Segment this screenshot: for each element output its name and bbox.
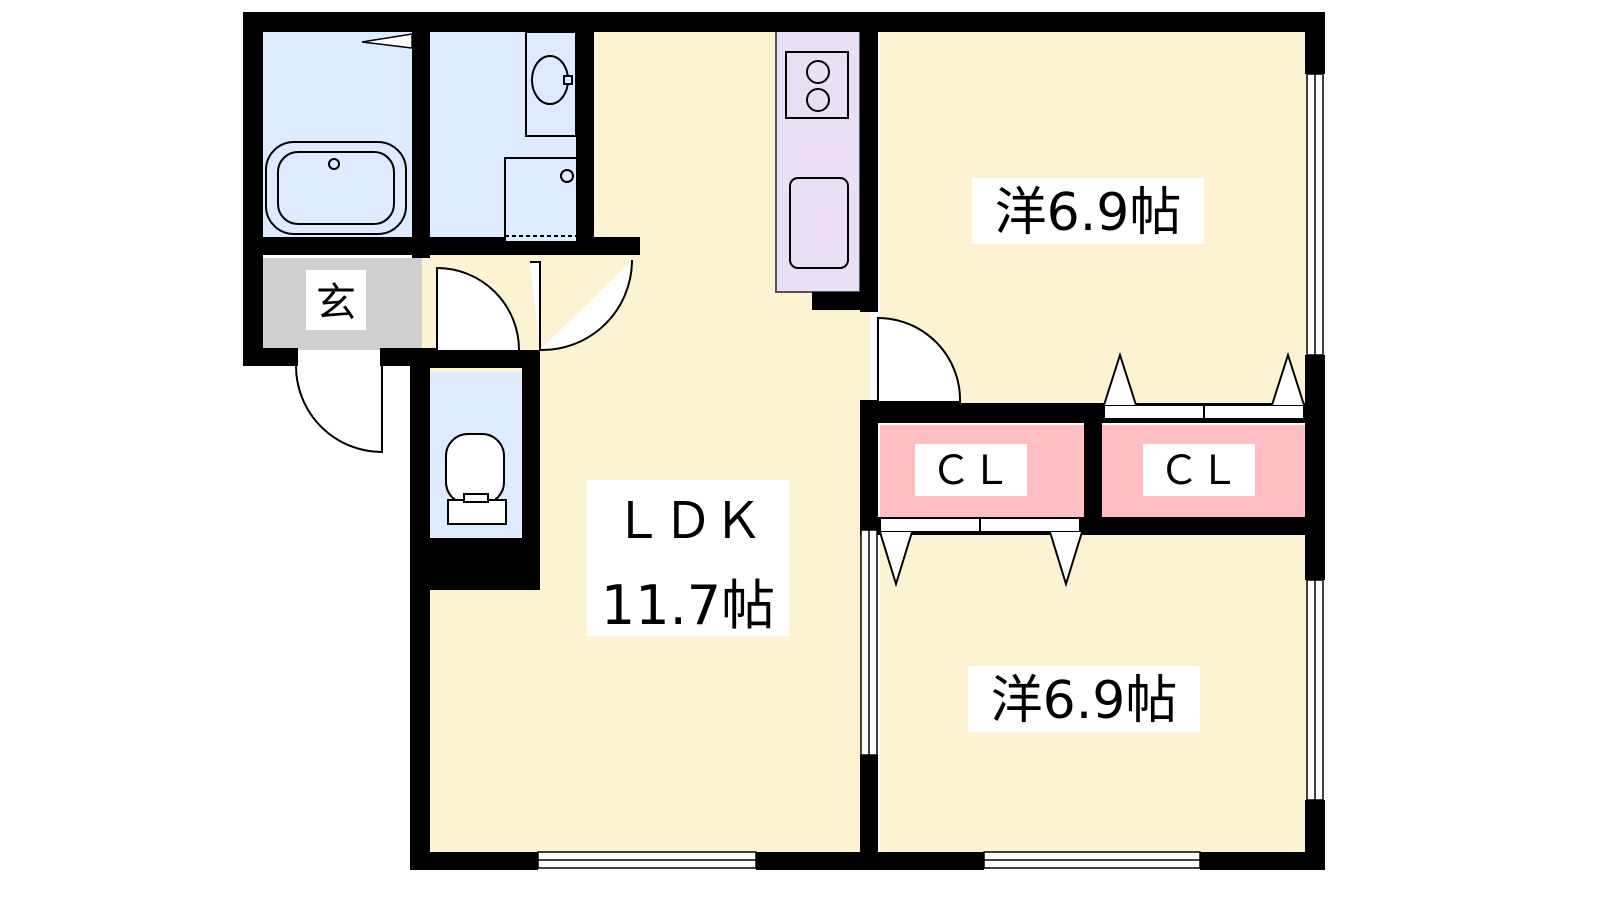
bedroom-bottom-label: 洋6.9帖 <box>991 671 1178 731</box>
windows <box>537 73 1324 869</box>
bathtub <box>265 141 407 235</box>
kitchen-sink <box>789 177 849 269</box>
ldk-size-label: 11.7帖 <box>601 574 775 637</box>
washbasin <box>525 31 577 137</box>
toilet <box>445 433 507 525</box>
closet-right-label: ＣＬ <box>1159 448 1239 494</box>
doors <box>295 260 962 454</box>
closet-doors <box>879 351 1305 588</box>
stove-icon <box>785 51 849 119</box>
bedroom-bottom-label-bg <box>968 666 1200 732</box>
bedroom-top-label: 洋6.9帖 <box>995 183 1182 243</box>
ldk-name-label: ＬＤＫ <box>613 492 763 550</box>
shower-icon <box>361 33 413 49</box>
entrance-label-bg <box>306 270 366 330</box>
closet-right-label-bg <box>1143 444 1255 496</box>
closet-left-label: ＣＬ <box>931 448 1011 494</box>
closet-left-label-bg <box>915 444 1027 496</box>
entrance-label: 玄 <box>316 280 356 326</box>
bedroom-top-label-bg <box>972 178 1204 244</box>
washing-machine-space <box>504 157 578 243</box>
ldk-label-bg <box>587 480 789 636</box>
